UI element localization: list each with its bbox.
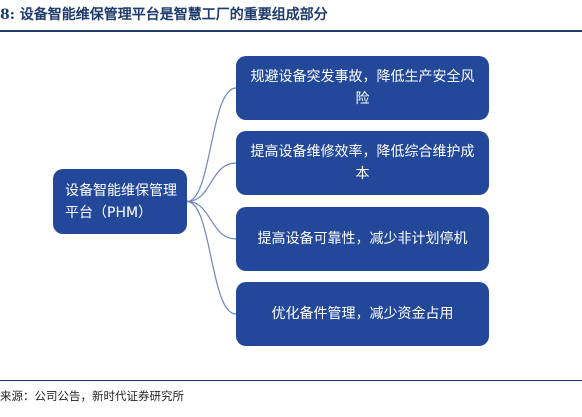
connector-to-item-4 bbox=[186, 200, 237, 315]
title-divider bbox=[0, 30, 582, 32]
phm-platform-label: 设备智能维保管理平台（PHM） bbox=[65, 182, 177, 221]
benefit-label-reliability: 提高设备可靠性，减少非计划停机 bbox=[257, 231, 468, 247]
connector-to-item-2 bbox=[186, 162, 237, 203]
benefit-box-safety: 规避设备突发事故，降低生产安全风险 bbox=[236, 56, 489, 120]
benefit-box-spare-parts: 优化备件管理，减少资金占用 bbox=[236, 282, 489, 346]
phm-platform-box: 设备智能维保管理平台（PHM） bbox=[53, 169, 187, 234]
figure-title: 8: 设备智能维保管理平台是智慧工厂的重要组成部分 bbox=[0, 7, 328, 23]
benefit-label-spare-parts: 优化备件管理，减少资金占用 bbox=[271, 306, 454, 322]
benefit-label-safety: 规避设备突发事故，降低生产安全风险 bbox=[250, 69, 475, 107]
connector-to-item-1 bbox=[186, 87, 237, 203]
benefit-box-efficiency: 提高设备维修效率，降低综合维护成本 bbox=[236, 131, 489, 195]
benefit-box-reliability: 提高设备可靠性，减少非计划停机 bbox=[236, 207, 489, 271]
connector-to-item-3 bbox=[186, 200, 237, 240]
benefit-label-efficiency: 提高设备维修效率，降低综合维护成本 bbox=[250, 144, 475, 182]
footer-divider bbox=[0, 380, 582, 381]
source-note: 来源：公司公告，新时代证券研究所 bbox=[0, 389, 184, 403]
